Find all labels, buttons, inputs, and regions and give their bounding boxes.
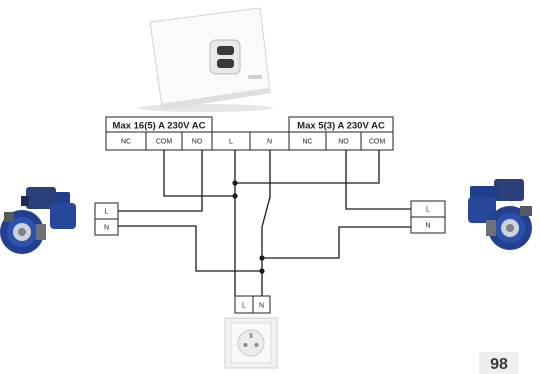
wires bbox=[118, 150, 411, 296]
terminal-supply-n: N bbox=[267, 139, 272, 146]
relay-terminal-block: Max 16(5) A 230V AC Max 5(3) A 230V AC N… bbox=[105, 116, 394, 151]
left-pump-terminal-l: L bbox=[105, 209, 109, 216]
wire-left-pump-l bbox=[118, 150, 203, 212]
terminal-left-com: COM bbox=[156, 139, 173, 146]
terminal-right-com: COM bbox=[369, 139, 386, 146]
wire-com-bus bbox=[163, 150, 235, 197]
left-circulation-pump bbox=[0, 187, 76, 254]
wire-right-pump-n bbox=[262, 226, 411, 259]
left-pump-terminal-n: N bbox=[104, 225, 109, 232]
junction-dot bbox=[232, 180, 238, 186]
wire-n-supply bbox=[261, 150, 271, 296]
terminal-right-nc: NC bbox=[302, 139, 312, 146]
right-pump-terminals: L N bbox=[410, 200, 446, 234]
right-circulation-pump bbox=[468, 179, 532, 250]
junctions bbox=[232, 180, 265, 274]
junction-dot bbox=[259, 268, 265, 274]
right-pump-terminal-l: L bbox=[426, 207, 430, 214]
left-pump-terminals: L N bbox=[94, 202, 119, 236]
junction-dot bbox=[232, 193, 238, 199]
wire-left-pump-n bbox=[118, 225, 262, 272]
page-number: 98 bbox=[479, 352, 519, 374]
wall-socket bbox=[224, 317, 278, 369]
device-logo bbox=[248, 75, 262, 79]
socket-terminal-n: N bbox=[259, 303, 264, 310]
terminal-right-no: NO bbox=[338, 139, 349, 146]
device-button-upper bbox=[217, 46, 234, 55]
junction-dot bbox=[259, 255, 265, 261]
socket-terminals: L N bbox=[234, 295, 271, 314]
terminal-supply-l: L bbox=[229, 139, 233, 146]
right-pump-terminal-n: N bbox=[425, 223, 430, 230]
terminal-left-nc: NC bbox=[121, 139, 131, 146]
left-relay-rating: Max 16(5) A 230V AC bbox=[113, 121, 206, 132]
socket-terminal-l: L bbox=[242, 303, 246, 310]
device-button-lower bbox=[217, 59, 234, 68]
wire-l-bus-top bbox=[235, 150, 380, 184]
terminal-left-no: NO bbox=[192, 139, 203, 146]
wire-right-pump-l bbox=[345, 150, 411, 210]
controller-device bbox=[137, 7, 273, 112]
right-relay-rating: Max 5(3) A 230V AC bbox=[297, 121, 385, 132]
